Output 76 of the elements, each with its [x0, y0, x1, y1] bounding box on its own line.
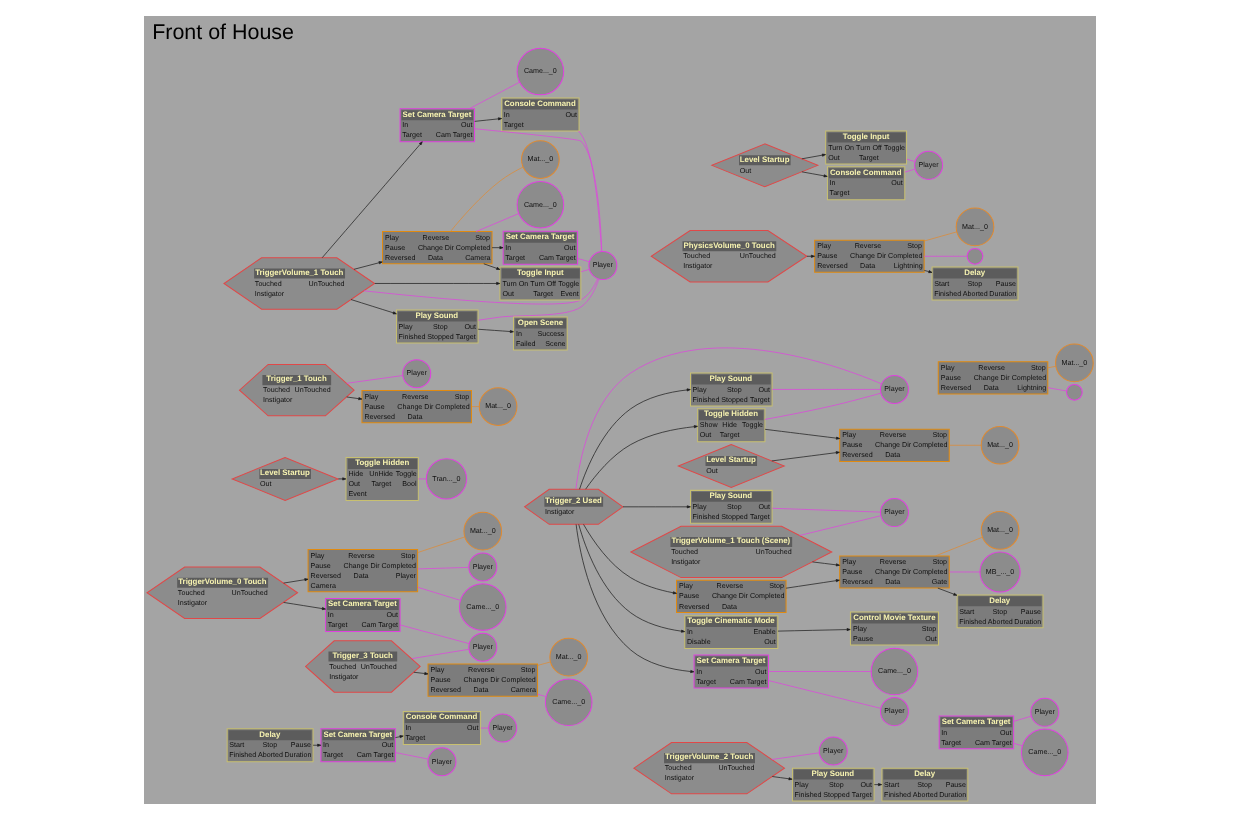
connector	[477, 278, 600, 321]
connector	[768, 680, 881, 709]
connector	[468, 81, 520, 110]
arrow	[785, 579, 840, 589]
connector	[580, 269, 590, 273]
connector	[1013, 742, 1023, 747]
arrow	[283, 602, 326, 611]
connector	[346, 375, 403, 384]
connector	[924, 255, 968, 257]
connector	[474, 128, 603, 252]
connector	[935, 536, 983, 557]
arrow	[350, 299, 397, 315]
connector	[1047, 387, 1067, 392]
connector	[411, 649, 470, 659]
arrow	[353, 261, 383, 270]
connector	[537, 694, 547, 697]
arrow	[338, 477, 347, 481]
connector	[1047, 365, 1057, 369]
arrow	[585, 425, 698, 490]
arrow	[346, 396, 363, 401]
arrow	[395, 735, 404, 739]
connector	[578, 130, 602, 252]
connector	[949, 571, 981, 573]
arrow	[283, 578, 309, 584]
connector	[1013, 715, 1032, 722]
node-circle	[1066, 383, 1083, 401]
arrow	[812, 561, 840, 567]
arrow	[771, 451, 840, 462]
arrow	[873, 783, 883, 787]
connector	[399, 624, 470, 644]
connector	[771, 389, 881, 390]
connector	[537, 661, 551, 666]
arrow	[583, 524, 677, 595]
arrow	[374, 281, 501, 285]
arrow	[491, 246, 504, 250]
arrow	[413, 671, 429, 675]
connector	[764, 392, 882, 420]
connector	[480, 727, 489, 729]
connector	[475, 213, 520, 232]
arrow	[806, 254, 815, 258]
connector	[417, 536, 466, 553]
arrow	[937, 587, 958, 596]
arrow	[777, 628, 851, 632]
node-circle	[966, 247, 984, 265]
connector	[575, 347, 882, 490]
connector	[771, 752, 820, 760]
arrow	[764, 428, 840, 440]
arrow	[622, 505, 691, 509]
arrow	[575, 524, 695, 673]
connector	[577, 258, 590, 263]
connector	[799, 515, 881, 536]
connector	[450, 166, 524, 232]
arrow	[474, 117, 502, 122]
connector	[949, 444, 982, 446]
connector	[363, 278, 599, 305]
arrow	[801, 171, 828, 178]
arrow	[579, 388, 691, 490]
diagram-title: Front of House	[152, 20, 295, 45]
connector	[418, 478, 427, 480]
arrow	[312, 743, 322, 747]
connector	[417, 586, 461, 601]
arrow	[801, 153, 826, 160]
arrow	[321, 141, 423, 259]
connector	[471, 406, 480, 407]
connector	[395, 752, 429, 760]
connector	[924, 231, 958, 242]
arrow	[477, 328, 514, 333]
arrow	[578, 524, 686, 633]
connector	[906, 158, 916, 162]
connector	[768, 671, 872, 672]
connector	[904, 168, 916, 173]
arrow	[483, 263, 501, 270]
connector	[417, 567, 469, 570]
connector	[771, 507, 881, 513]
arrow	[771, 776, 793, 781]
arrow	[924, 270, 933, 274]
